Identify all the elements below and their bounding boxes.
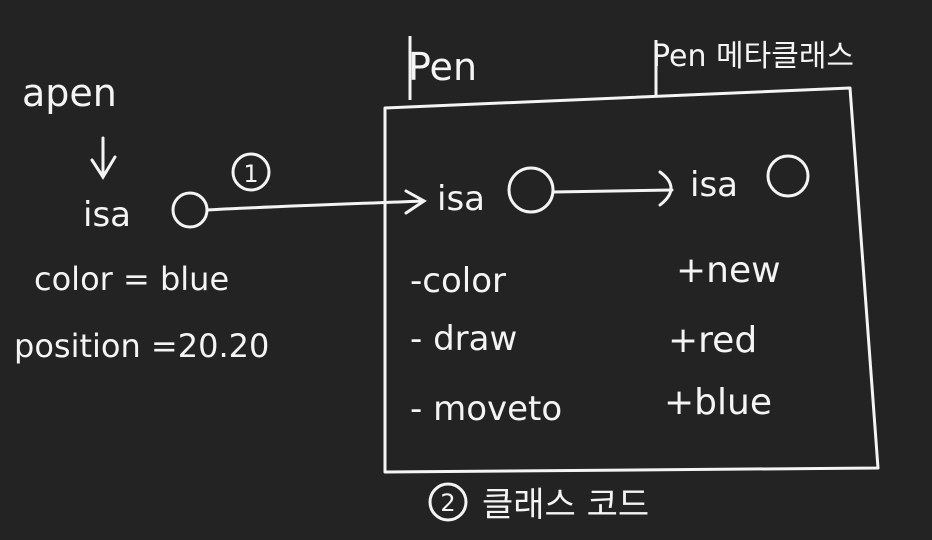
class-draw-member: - draw: [410, 319, 517, 359]
step1-marker: 1: [231, 152, 271, 192]
metaclass-isa-pointer-circle: [766, 154, 810, 198]
class-isa-label: isa: [437, 179, 485, 219]
object-to-class-isa-arrow: [205, 189, 427, 215]
object-position-attribute: position =20.20: [14, 327, 269, 365]
class-isa-pointer-circle: [507, 166, 555, 214]
metaclass-red-member: +red: [668, 320, 757, 361]
object-color-attribute: color = blue: [34, 260, 229, 298]
class-to-metaclass-isa-arrow: [551, 170, 674, 207]
metaclass-isa-label: isa: [690, 165, 738, 205]
down-arrow-icon: [90, 136, 117, 180]
step2-number: 2: [440, 489, 455, 517]
object-isa-pointer-circle: [171, 191, 209, 229]
metaclass-new-member: +new: [676, 250, 781, 291]
class-moveto-member: - moveto: [410, 389, 562, 429]
class-title: Pen: [408, 45, 477, 89]
class-box-outline: [383, 86, 880, 474]
class-color-member: -color: [410, 261, 506, 301]
step2-caption: 클래스 코드: [482, 485, 649, 525]
object-isa-label: isa: [83, 195, 131, 235]
metaclass-blue-member: +blue: [664, 382, 772, 423]
step1-number: 1: [243, 160, 258, 188]
step2-marker: 2: [428, 482, 468, 522]
instance-name: apen: [22, 71, 117, 115]
metaclass-title: Pen 메타클래스: [652, 39, 854, 74]
